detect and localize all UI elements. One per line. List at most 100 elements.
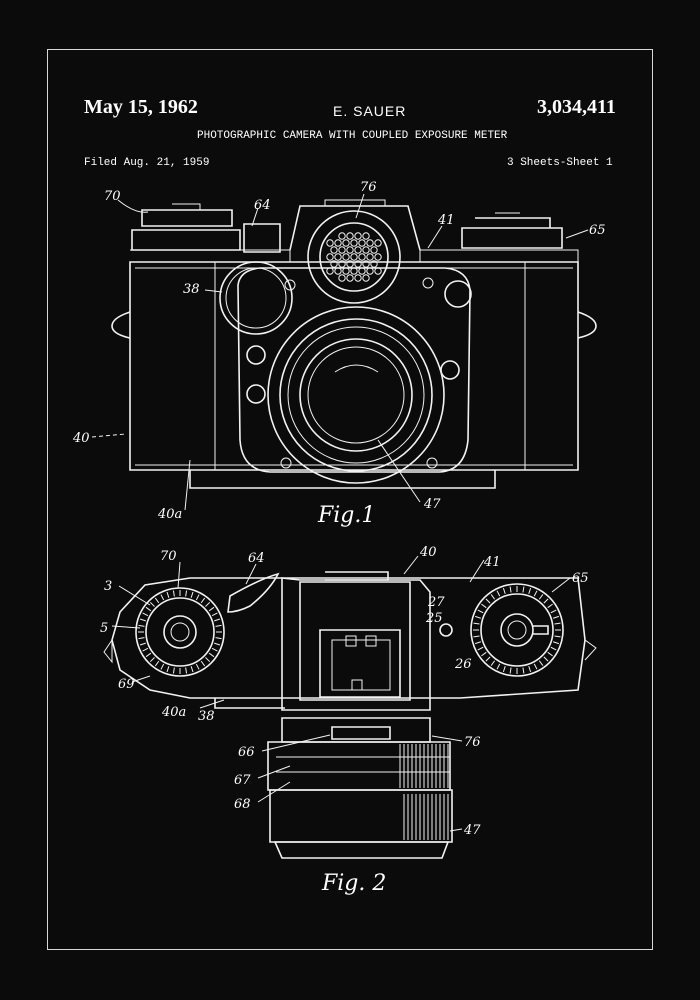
lens-ring-inner: [287, 326, 425, 464]
meter-window-outer: [307, 210, 401, 304]
dial-tick: [543, 598, 549, 604]
dial-tick: [208, 606, 215, 612]
shoe-inner: [331, 639, 391, 691]
honeycomb-cell: [374, 239, 382, 247]
dial-tick: [195, 663, 200, 670]
aperture-ring: [267, 741, 451, 791]
dial-tick: [160, 594, 165, 601]
leader-3: [118, 585, 151, 606]
dial-tick: [538, 594, 544, 600]
dial-tick: [200, 597, 206, 604]
dial-tick: [185, 667, 188, 674]
dial-tick: [522, 586, 525, 593]
leader-70: [117, 199, 149, 213]
dial-tick: [211, 647, 218, 652]
leader-67: [257, 765, 291, 779]
base-left: [214, 698, 285, 709]
honeycomb-cell: [338, 274, 346, 282]
dial-tick: [215, 624, 222, 627]
honeycomb-cell: [346, 246, 354, 254]
ref-66: 66: [238, 745, 255, 760]
honeycomb-cell: [350, 239, 358, 247]
dial-tick: [552, 615, 560, 619]
figure-1-front-view: 70 64 76 41 65 38 40 40a 47 Fig.1: [72, 180, 606, 528]
poster-frame: [47, 49, 653, 950]
honeycomb-cell: [370, 246, 378, 254]
honeycomb-cell: [338, 260, 346, 268]
camera-body: [129, 261, 579, 471]
prism-housing: [289, 205, 421, 251]
wind-knob: [461, 227, 563, 249]
leader-41: [427, 225, 443, 249]
accessory-shoe: [319, 629, 401, 698]
dial-tick: [554, 635, 561, 638]
rewind-crank: [172, 203, 201, 210]
bottom-plate: [189, 470, 496, 489]
dial-tick: [215, 637, 222, 640]
patent-title: PHOTOGRAPHIC CAMERA WITH COUPLED EXPOSUR…: [197, 130, 508, 142]
leader-47: [449, 828, 463, 832]
dial-tick: [481, 651, 487, 657]
honeycomb-cell: [362, 260, 370, 268]
dial-tick: [496, 590, 501, 597]
ref-65: 65: [589, 223, 606, 238]
ref-64-top: 64: [248, 551, 265, 566]
leader-68: [257, 781, 291, 803]
ref-25: 25: [425, 611, 443, 626]
sheet-count: 3 Sheets-Sheet 1: [507, 157, 613, 169]
dial-tick: [477, 609, 484, 614]
honeycomb-cell: [354, 260, 362, 268]
inventor-name: E. SAUER: [333, 103, 407, 119]
focus-ring: [269, 789, 453, 843]
right-lug: [584, 639, 597, 661]
dial-tick: [473, 635, 480, 638]
ref-70-top: 70: [160, 549, 177, 564]
dial-tick: [205, 657, 211, 663]
aperture-scale-lines: [276, 756, 450, 773]
wind-dial-pointer: [533, 625, 549, 635]
shoe-contact: [365, 635, 377, 647]
wind-dial-scale: [480, 593, 554, 667]
ref-27: 27: [427, 595, 445, 610]
screw: [280, 457, 292, 469]
honeycomb-cell: [362, 246, 370, 254]
dial-tick: [214, 618, 221, 622]
prism-top-view: [281, 577, 431, 711]
meter-honeycomb-cells: [326, 232, 382, 282]
honeycomb-cell: [334, 239, 342, 247]
dial-tick: [485, 656, 491, 662]
ref-76-top: 76: [464, 735, 481, 750]
figure-2-caption: Fig. 2: [321, 871, 386, 896]
ref-38-top: 38: [198, 709, 215, 724]
leader-41: [469, 559, 485, 583]
wind-knob-top: [475, 217, 551, 228]
lens-ring: [279, 318, 433, 472]
rewind-dial-ticks: [138, 590, 222, 674]
patent-date: May 15, 1962: [84, 96, 198, 118]
figure-1-caption: Fig.1: [317, 503, 375, 528]
ref-70: 70: [104, 189, 121, 204]
dial-tick: [190, 591, 194, 598]
leader-76: [355, 193, 365, 219]
prism-top: [324, 199, 386, 206]
dial-tick: [172, 590, 175, 597]
film-rewind-dial: [141, 209, 233, 227]
dial-tick: [550, 646, 557, 651]
ref-76: 76: [360, 180, 377, 195]
ref-5: 5: [100, 621, 108, 636]
honeycomb-cell: [370, 260, 378, 268]
honeycomb-cell: [374, 253, 382, 261]
leader-40: [91, 433, 127, 438]
dial-tick: [205, 601, 211, 607]
prism-inner: [299, 581, 411, 701]
dial-tick: [496, 663, 501, 670]
dial-tick: [208, 652, 215, 658]
rewind-dial-scale: [145, 597, 215, 667]
dial-tick: [149, 601, 155, 607]
rewind-dial-top: [135, 587, 225, 677]
wind-dial-hub: [500, 613, 534, 647]
dial-tick: [547, 651, 553, 657]
lens-reflection: [334, 364, 379, 373]
ref-47-top: 47: [463, 823, 481, 838]
ref-47: 47: [423, 497, 441, 512]
